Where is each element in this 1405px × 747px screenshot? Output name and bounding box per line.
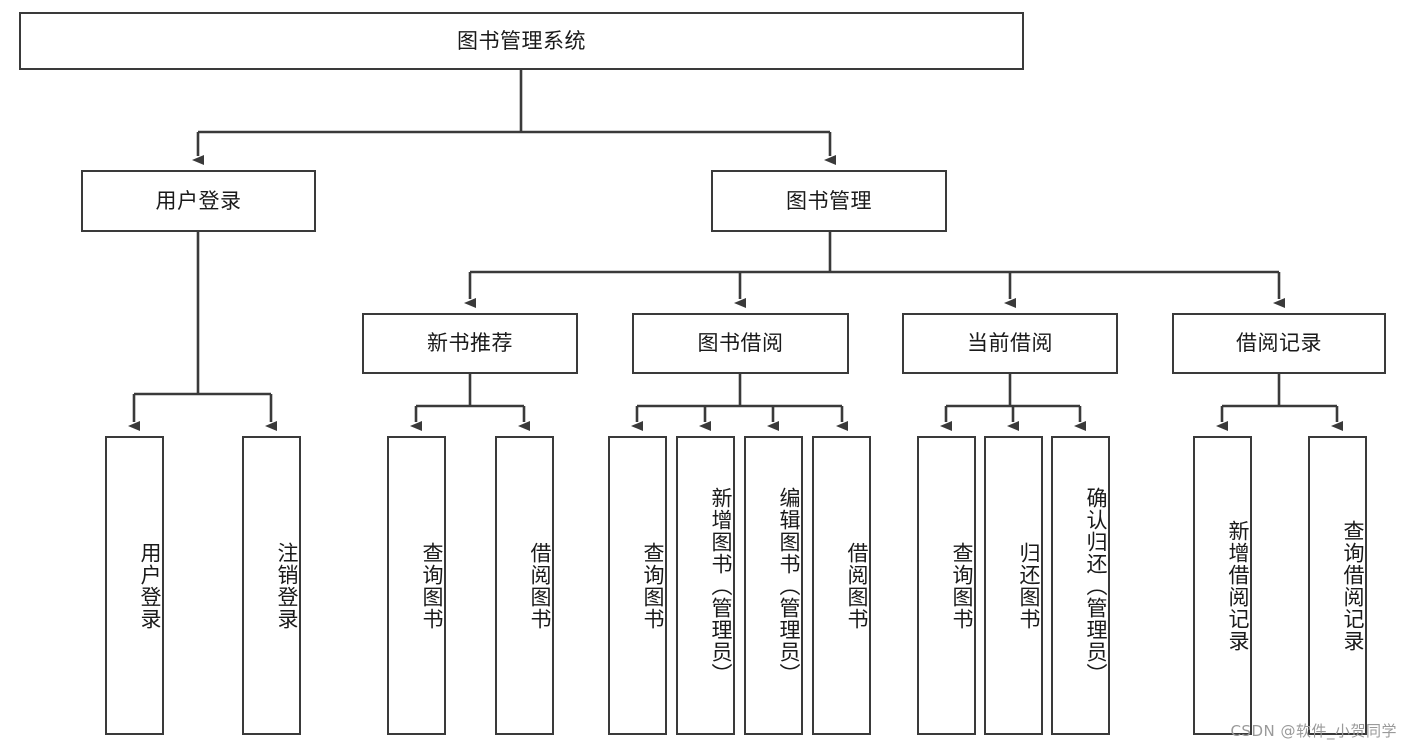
csdn-watermark: CSDN @软件_小贺同学 — [1230, 722, 1397, 740]
node-label: 新增图书（管理员） — [709, 486, 733, 685]
node-label: 查询图书 — [420, 541, 444, 630]
leaf-add-borrow-record[interactable]: 新增借阅记录 — [1193, 436, 1252, 735]
node-user-login[interactable]: 用户登录 — [81, 170, 316, 232]
node-label: 归还图书 — [1017, 541, 1041, 630]
node-label: 注销登录 — [275, 541, 299, 630]
leaf-add-book-admin[interactable]: 新增图书（管理员） — [676, 436, 735, 735]
node-label: 查询图书 — [950, 541, 974, 630]
node-label: 查询借阅记录 — [1341, 519, 1365, 652]
node-borrow-records[interactable]: 借阅记录 — [1172, 313, 1386, 374]
leaf-query-book-current[interactable]: 查询图书 — [917, 436, 976, 735]
node-label: 编辑图书（管理员） — [777, 486, 801, 685]
leaf-query-book-recommend[interactable]: 查询图书 — [387, 436, 446, 735]
leaf-query-borrow-record[interactable]: 查询借阅记录 — [1308, 436, 1367, 735]
node-label: 用户登录 — [138, 541, 162, 630]
leaf-edit-book-admin[interactable]: 编辑图书（管理员） — [744, 436, 803, 735]
node-current-borrow[interactable]: 当前借阅 — [902, 313, 1118, 374]
node-label: 确认归还（管理员） — [1084, 486, 1108, 685]
leaf-borrow-book[interactable]: 借阅图书 — [812, 436, 871, 735]
leaf-confirm-return-admin[interactable]: 确认归还（管理员） — [1051, 436, 1110, 735]
node-root-system[interactable]: 图书管理系统 — [19, 12, 1024, 70]
leaf-return-book[interactable]: 归还图书 — [984, 436, 1043, 735]
node-book-borrow[interactable]: 图书借阅 — [632, 313, 849, 374]
leaf-borrow-book-recommend[interactable]: 借阅图书 — [495, 436, 554, 735]
node-label: 新书推荐 — [427, 331, 513, 356]
node-label: 当前借阅 — [967, 331, 1053, 356]
node-label: 图书管理 — [786, 188, 872, 213]
node-label: 新增借阅记录 — [1226, 519, 1250, 652]
node-label: 查询图书 — [641, 541, 665, 630]
leaf-user-login[interactable]: 用户登录 — [105, 436, 164, 735]
node-label: 借阅图书 — [845, 541, 869, 630]
node-book-management[interactable]: 图书管理 — [711, 170, 947, 232]
leaf-logout[interactable]: 注销登录 — [242, 436, 301, 735]
node-new-book-recommend[interactable]: 新书推荐 — [362, 313, 578, 374]
node-label: 用户登录 — [155, 188, 242, 213]
node-label: 借阅记录 — [1236, 331, 1322, 356]
node-label: 图书管理系统 — [457, 28, 586, 53]
node-label: 借阅图书 — [528, 541, 552, 630]
node-label: 图书借阅 — [697, 331, 784, 356]
leaf-query-book-borrow[interactable]: 查询图书 — [608, 436, 667, 735]
